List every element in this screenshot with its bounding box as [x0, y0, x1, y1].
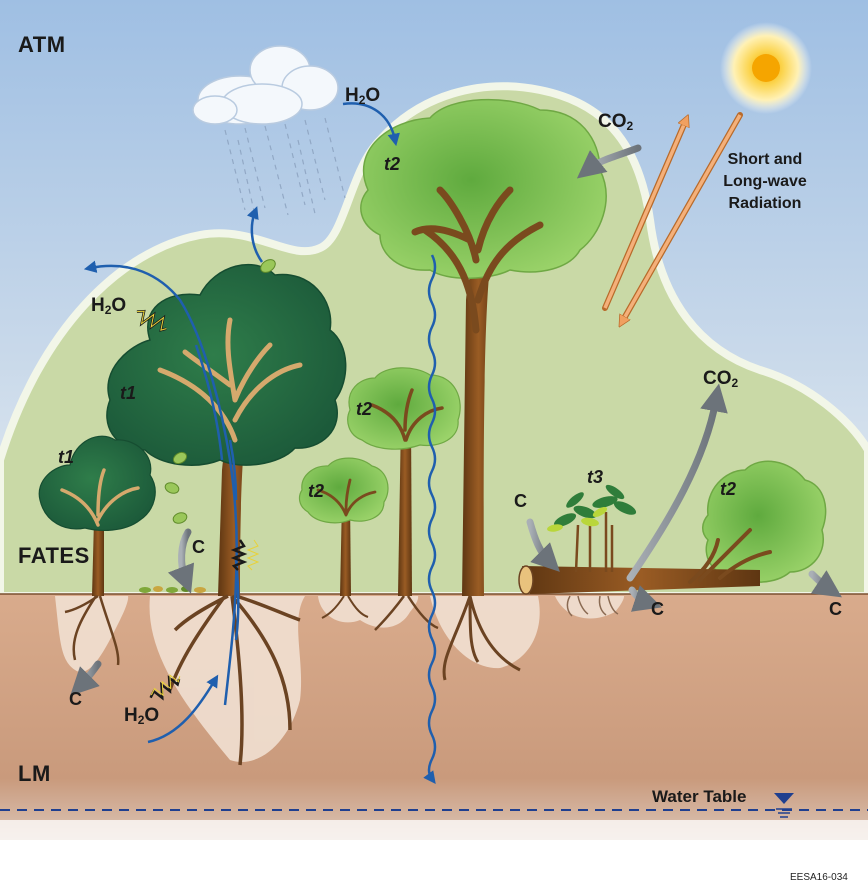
tree-tag-t2-tall: t2 [384, 154, 401, 174]
cloud-icon [192, 45, 339, 125]
resistance-icon [136, 309, 260, 701]
soil-bottom-fade [0, 820, 868, 890]
water-table-icon [774, 793, 794, 818]
large-t1-tree [106, 263, 347, 766]
leaf-icon [164, 259, 276, 524]
fallen-t2-tree [518, 460, 827, 595]
tree-tag-t1-small: t1 [58, 447, 75, 467]
carbon-label-root: C [69, 689, 82, 709]
carbon-label-litter: C [192, 537, 205, 557]
tree-tag-t3: t3 [587, 467, 604, 487]
tall-t2-tree [360, 98, 607, 681]
radiation-label: Short and Long-wave Radiation [723, 151, 807, 212]
fates-zone-label: FATES [18, 543, 90, 568]
figure-code: EESA16-034 [790, 872, 848, 883]
carbon-flux-arrows [70, 144, 842, 696]
tree-tag-t2-medium: t2 [356, 399, 373, 419]
h2o-label-soil: H2O [124, 705, 160, 727]
h2o-label-transpiration: H2O [91, 295, 127, 317]
radiation-arrows [602, 112, 743, 322]
canopy-zone [0, 82, 868, 600]
water-flux-arrows [83, 102, 400, 744]
carbon-label-crown-decay: C [829, 599, 842, 619]
tree-tag-t2-fallen: t2 [720, 479, 737, 499]
water-table-label: Water Table [652, 787, 747, 806]
medium-t2-tree [347, 367, 461, 631]
precipitation-water-path [423, 254, 437, 785]
rain-icon [224, 117, 346, 221]
h2o-label-cloud: H2O [345, 85, 381, 107]
co2-label-respiration: CO2 [703, 368, 739, 390]
co2-label-uptake: CO2 [598, 111, 634, 133]
carbon-label-log: C [514, 491, 527, 511]
lm-zone-label: LM [18, 761, 51, 786]
land-model-soil [0, 594, 868, 840]
carbon-label-log-decay: C [651, 599, 664, 619]
atm-zone-label: ATM [18, 32, 66, 57]
t3-saplings [547, 484, 637, 617]
tree-tag-t1-large: t1 [120, 383, 137, 403]
small-t1-tree [38, 435, 156, 666]
small-t2-tree [298, 457, 389, 619]
sun-icon [720, 22, 812, 114]
tree-tag-t2-small: t2 [308, 481, 325, 501]
